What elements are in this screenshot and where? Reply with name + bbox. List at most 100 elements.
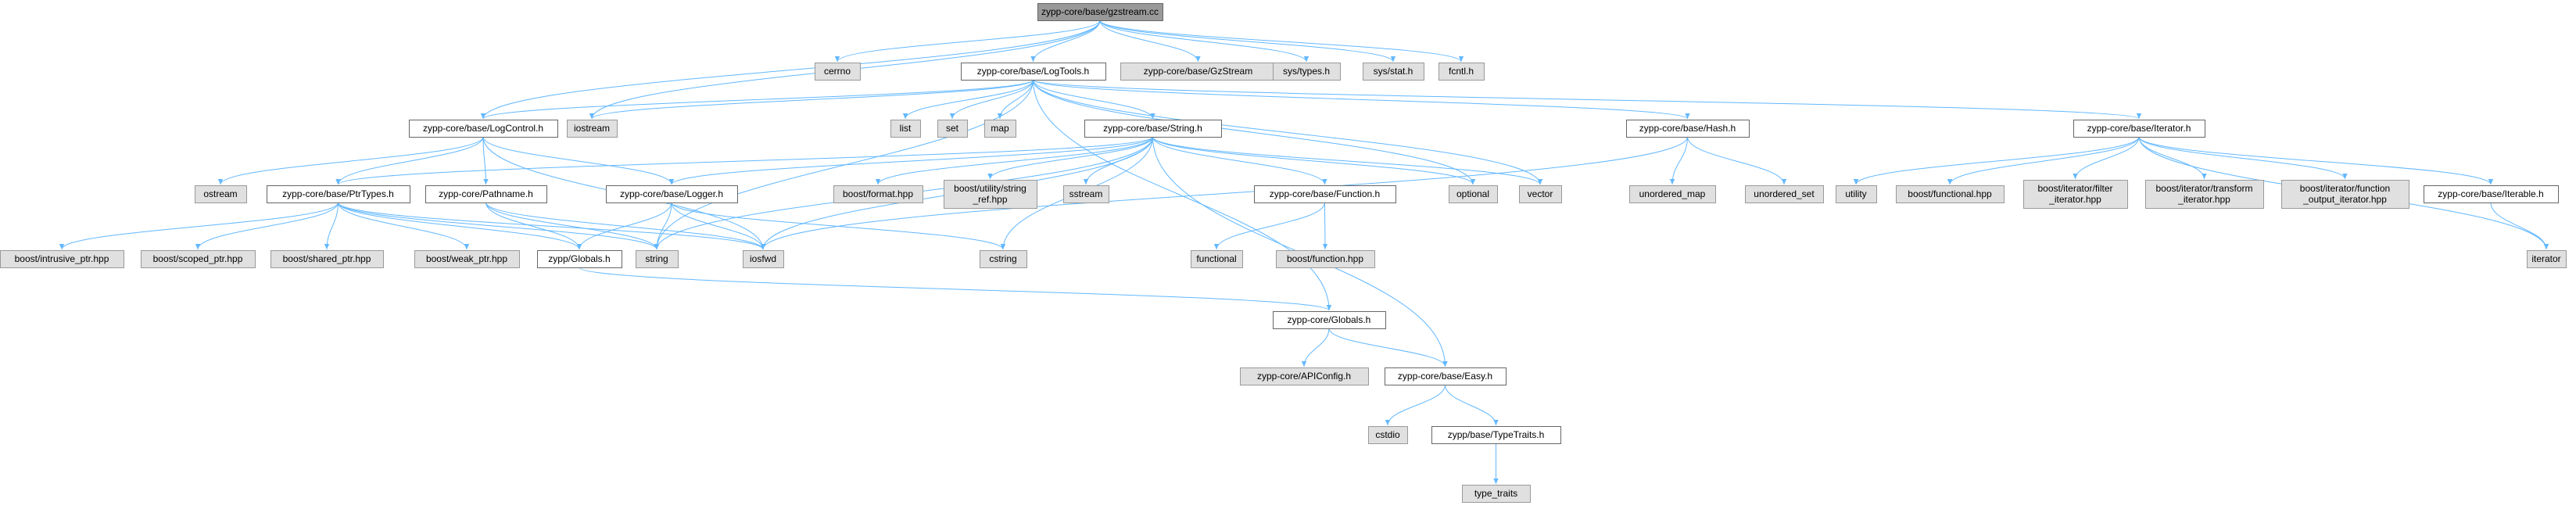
node-box-pathname_h — [425, 185, 547, 203]
node-box-boost_filter_iter — [2023, 180, 2128, 209]
node-label-list: list — [900, 123, 912, 134]
node-pathname_h[interactable]: zypp-core/Pathname.h — [425, 185, 547, 203]
node-box-logger_h — [606, 185, 738, 203]
edge-iterable_h-to-iterator — [2490, 202, 2549, 250]
node-box-iterator — [2527, 250, 2567, 268]
node-label-boost_func_out_iter: _output_iterator.hpp — [2302, 194, 2387, 205]
edge-logger_h-to-cstring — [671, 202, 1006, 250]
node-box-apiconfig_h — [1240, 367, 1369, 385]
node-box-list — [890, 120, 921, 138]
node-label-type_traits: type_traits — [1474, 488, 1517, 499]
node-string: string — [636, 250, 679, 268]
node-label-optional: optional — [1456, 188, 1489, 199]
node-box-typetraits_h — [1431, 426, 1561, 444]
edge-logtools_h-to-set — [949, 79, 1034, 120]
node-box-boost_function — [1276, 250, 1375, 268]
node-easy_h[interactable]: zypp-core/base/Easy.h — [1385, 367, 1507, 385]
node-gzstream_cc[interactable]: zypp-core/base/gzstream.cc — [1037, 3, 1163, 21]
edge-ptrtypes_h-to-zypp_globals_h — [338, 202, 582, 250]
node-label-vector: vector — [1528, 188, 1553, 199]
node-unordered_set: unordered_set — [1745, 185, 1824, 203]
node-box-iterator_h — [2073, 120, 2205, 138]
node-label-boost_function: boost/function.hpp — [1287, 253, 1363, 264]
node-box-fcntl_h — [1438, 63, 1485, 81]
edge-gzstream_cc-to-logtools_h — [1030, 20, 1101, 63]
node-apiconfig_h: zypp-core/APIConfig.h — [1240, 367, 1369, 385]
node-box-unordered_map — [1629, 185, 1716, 203]
node-iosfwd: iosfwd — [743, 250, 784, 268]
node-label-boost_string_ref: _ref.hpp — [972, 194, 1007, 205]
node-function_h[interactable]: zypp-core/base/Function.h — [1254, 185, 1396, 203]
edge-ptrtypes_h-to-boost_shared_ptr — [324, 202, 339, 250]
edge-string_h-to-function_h — [1152, 136, 1327, 185]
node-label-string_h: zypp-core/base/String.h — [1103, 123, 1202, 134]
node-box-optional — [1449, 185, 1498, 203]
node-box-iosfwd — [743, 250, 784, 268]
node-sstream: sstream — [1063, 185, 1109, 203]
edge-string_h-to-logger_h — [668, 136, 1153, 185]
node-label-function_h: zypp-core/base/Function.h — [1270, 188, 1380, 199]
edge-hash_h-to-iosfwd — [760, 136, 1688, 250]
node-label-cerrno: cerrno — [824, 66, 851, 77]
node-box-core_globals_h — [1273, 311, 1386, 329]
node-boost_function: boost/function.hpp — [1276, 250, 1375, 268]
node-box-logcontrol_h — [409, 120, 558, 138]
node-string_h[interactable]: zypp-core/base/String.h — [1084, 120, 1222, 138]
edge-gzstream_cc-to-sys_stat_h — [1099, 20, 1396, 63]
node-box-functional — [1191, 250, 1243, 268]
edge-iterator_h-to-boost_functional — [1947, 136, 2140, 185]
edge-iterator_h-to-boost_filter_iter — [2073, 136, 2140, 180]
edge-function_h-to-functional — [1213, 202, 1325, 250]
edge-easy_h-to-cstdio — [1385, 384, 1446, 426]
edge-zypp_globals_h-to-core_globals_h — [579, 267, 1331, 311]
node-label-logger_h: zypp-core/base/Logger.h — [620, 188, 723, 199]
edge-logtools_h-to-optional — [1033, 79, 1476, 185]
node-functional: functional — [1191, 250, 1243, 268]
node-box-zypp_globals_h — [537, 250, 622, 268]
node-iterable_h[interactable]: zypp-core/base/Iterable.h — [2424, 185, 2559, 203]
node-box-cstring — [980, 250, 1027, 268]
node-label-functional: functional — [1196, 253, 1236, 264]
node-logger_h[interactable]: zypp-core/base/Logger.h — [606, 185, 738, 203]
node-hash_h[interactable]: zypp-core/base/Hash.h — [1626, 120, 1750, 138]
edge-logtools_h-to-iterator_h — [1033, 79, 2141, 120]
node-box-unordered_set — [1745, 185, 1824, 203]
edge-iterator_h-to-utility — [1853, 136, 2140, 185]
node-zypp_globals_h[interactable]: zypp/Globals.h — [537, 250, 622, 268]
node-label-cstdio: cstdio — [1375, 429, 1400, 440]
node-boost_filter_iter: boost/iterator/filter_iterator.hpp — [2023, 180, 2128, 209]
node-map: map — [984, 120, 1016, 138]
node-label-gzstream_h: zypp-core/base/GzStream — [1144, 66, 1252, 77]
node-box-cerrno — [815, 63, 861, 81]
node-label-utility: utility — [1845, 188, 1866, 199]
node-iostream: iostream — [567, 120, 618, 138]
edge-ptrtypes_h-to-iosfwd — [338, 202, 766, 250]
node-label-pathname_h: zypp-core/Pathname.h — [439, 188, 533, 199]
node-boost_string_ref: boost/utility/string_ref.hpp — [944, 180, 1037, 209]
node-boost_shared_ptr: boost/shared_ptr.hpp — [270, 250, 384, 268]
node-logtools_h[interactable]: zypp-core/base/LogTools.h — [961, 63, 1106, 81]
node-label-ostream: ostream — [203, 188, 237, 199]
node-label-boost_filter_iter: _iterator.hpp — [2048, 194, 2101, 205]
edge-pathname_h-to-zypp_globals_h — [485, 202, 582, 250]
node-label-core_globals_h: zypp-core/Globals.h — [1288, 314, 1371, 325]
node-logcontrol_h[interactable]: zypp-core/base/LogControl.h — [409, 120, 558, 138]
node-box-iterable_h — [2424, 185, 2559, 203]
node-typetraits_h[interactable]: zypp/base/TypeTraits.h — [1431, 426, 1561, 444]
node-box-sys_types_h — [1273, 63, 1341, 81]
node-label-boost_transform_iter: _iterator.hpp — [2177, 194, 2230, 205]
node-label-sys_types_h: sys/types.h — [1283, 66, 1330, 77]
node-boost_functional: boost/functional.hpp — [1896, 185, 2005, 203]
node-label-gzstream_cc: zypp-core/base/gzstream.cc — [1041, 6, 1159, 17]
node-label-iterator_h: zypp-core/base/Iterator.h — [2087, 123, 2191, 134]
node-core_globals_h[interactable]: zypp-core/Globals.h — [1273, 311, 1386, 329]
edge-hash_h-to-unordered_map — [1669, 136, 1688, 185]
node-label-set: set — [946, 123, 959, 134]
node-box-boost_shared_ptr — [270, 250, 384, 268]
node-ptrtypes_h[interactable]: zypp-core/base/PtrTypes.h — [267, 185, 410, 203]
node-set: set — [937, 120, 968, 138]
node-box-ptrtypes_h — [267, 185, 410, 203]
edge-gzstream_cc-to-cerrno — [834, 20, 1101, 63]
node-box-function_h — [1254, 185, 1396, 203]
node-iterator_h[interactable]: zypp-core/base/Iterator.h — [2073, 120, 2205, 138]
